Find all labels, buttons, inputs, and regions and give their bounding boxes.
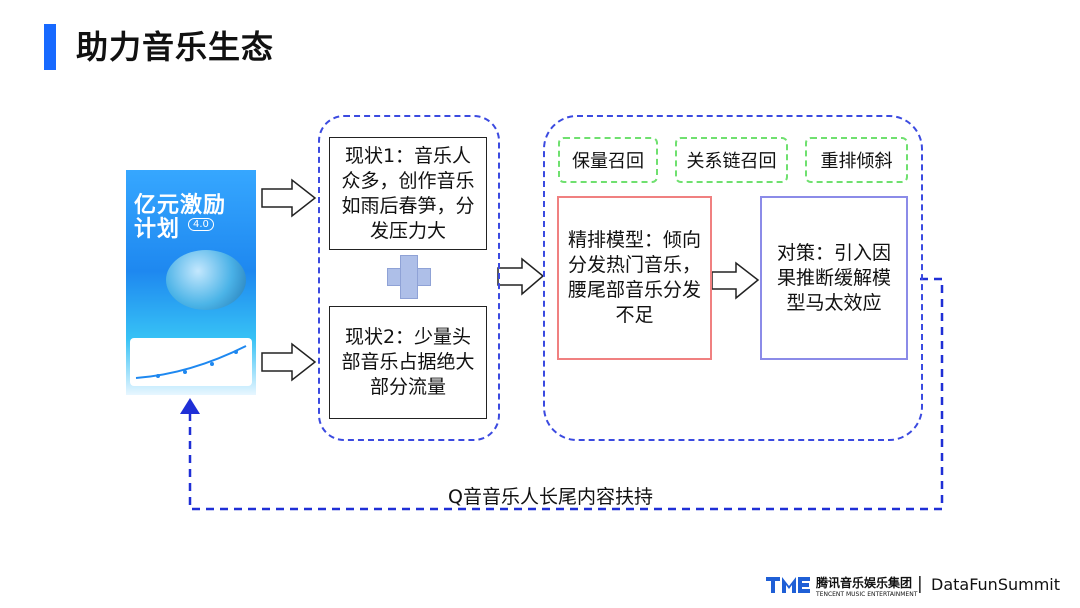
footer-summit: DataFunSummit <box>931 575 1060 594</box>
poster-image: 亿元激励 计划 4.0 <box>126 170 256 395</box>
footer-separator: | <box>917 574 923 594</box>
footer-brand: 腾讯音乐娱乐集团 TENCENT MUSIC ENTERTAINMENT <box>816 574 917 598</box>
arrow-model-to-strategy <box>711 261 760 300</box>
status-box-1: 现状1：音乐人众多，创作音乐如雨后春笋，分发压力大 <box>329 137 487 250</box>
page-title: 助力音乐生态 <box>76 28 275 66</box>
footer-brand-en: TENCENT MUSIC ENTERTAINMENT <box>816 591 918 598</box>
recall-tag-3: 重排倾斜 <box>805 137 908 183</box>
footer-brand-cn: 腾讯音乐娱乐集团 <box>816 576 913 590</box>
status-box-2-text: 现状2：少量头部音乐占据绝大部分流量 <box>341 326 475 398</box>
feedback-arrow-head <box>180 398 200 414</box>
recall-tag-2-text: 关系链召回 <box>686 151 777 172</box>
tme-logo <box>764 573 812 595</box>
feedback-caption: Q音音乐人长尾内容扶持 <box>448 486 653 508</box>
title-accent-bar <box>44 24 56 70</box>
poster-coin-graphic <box>166 250 246 310</box>
recall-tag-1: 保量召回 <box>558 137 658 183</box>
recall-tag-1-text: 保量召回 <box>572 151 644 172</box>
poster-title-line2: 计划 <box>134 217 181 242</box>
recall-tag-3-text: 重排倾斜 <box>820 151 893 172</box>
poster-chart-graphic <box>130 338 252 386</box>
arrow-status-to-model <box>497 257 545 296</box>
tme-logo-icon <box>766 577 810 593</box>
recall-tag-2: 关系链召回 <box>675 137 788 183</box>
poster-chart-curve <box>135 345 247 379</box>
strategy-box-text: 对策：引入因果推断缓解模型马太效应 <box>776 241 891 314</box>
poster-title: 亿元激励 计划 <box>134 194 226 242</box>
plus-icon <box>400 255 418 299</box>
strategy-box: 对策：引入因果推断缓解模型马太效应 <box>760 196 908 360</box>
status-box-2: 现状2：少量头部音乐占据绝大部分流量 <box>329 306 487 419</box>
arrow-poster-to-status2 <box>261 342 317 382</box>
model-box: 精排模型：倾向分发热门音乐，腰尾部音乐分发不足 <box>557 196 712 360</box>
feedback-loop-arrow <box>188 277 944 511</box>
status-box-1-text: 现状1：音乐人众多，创作音乐如雨后春笋，分发压力大 <box>341 144 475 242</box>
status-group <box>318 115 500 441</box>
model-box-text: 精排模型：倾向分发热门音乐，腰尾部音乐分发不足 <box>567 229 701 326</box>
arrow-poster-to-status1 <box>261 178 317 218</box>
poster-title-line1: 亿元激励 <box>134 193 227 218</box>
poster-badge: 4.0 <box>188 218 214 231</box>
model-group <box>543 115 923 441</box>
